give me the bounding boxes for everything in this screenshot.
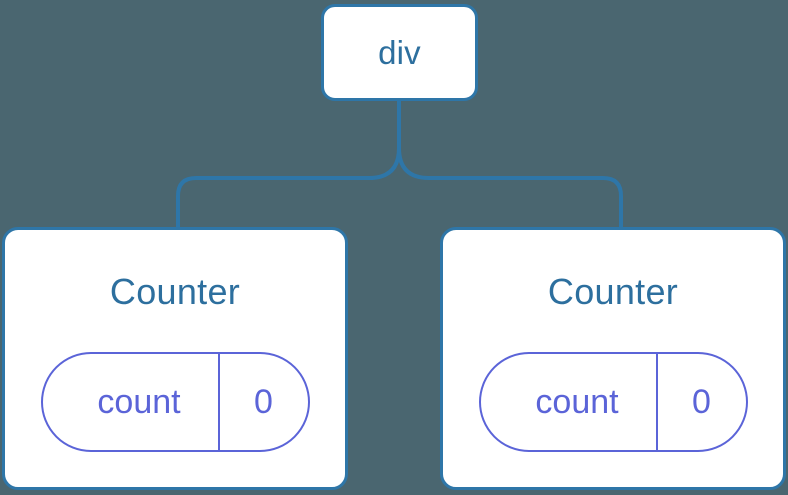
state-key-left: count: [97, 383, 181, 421]
connector-branch-right: [397, 147, 623, 227]
node-counter-right-label: Counter: [547, 271, 679, 312]
state-pill-left[interactable]: count 0: [40, 352, 310, 452]
state-value-right: 0: [655, 354, 746, 450]
node-root-div[interactable]: div: [321, 4, 478, 101]
connector-stem-and-branches: [176, 101, 401, 227]
node-counter-right[interactable]: Counter count 0: [440, 227, 786, 490]
state-pill-right[interactable]: count 0: [478, 352, 748, 452]
node-counter-left-label: Counter: [109, 271, 241, 312]
state-value-left: 0: [217, 354, 308, 450]
node-counter-left[interactable]: Counter count 0: [2, 227, 348, 490]
node-root-label: div: [378, 34, 421, 71]
state-key-right: count: [535, 383, 619, 421]
